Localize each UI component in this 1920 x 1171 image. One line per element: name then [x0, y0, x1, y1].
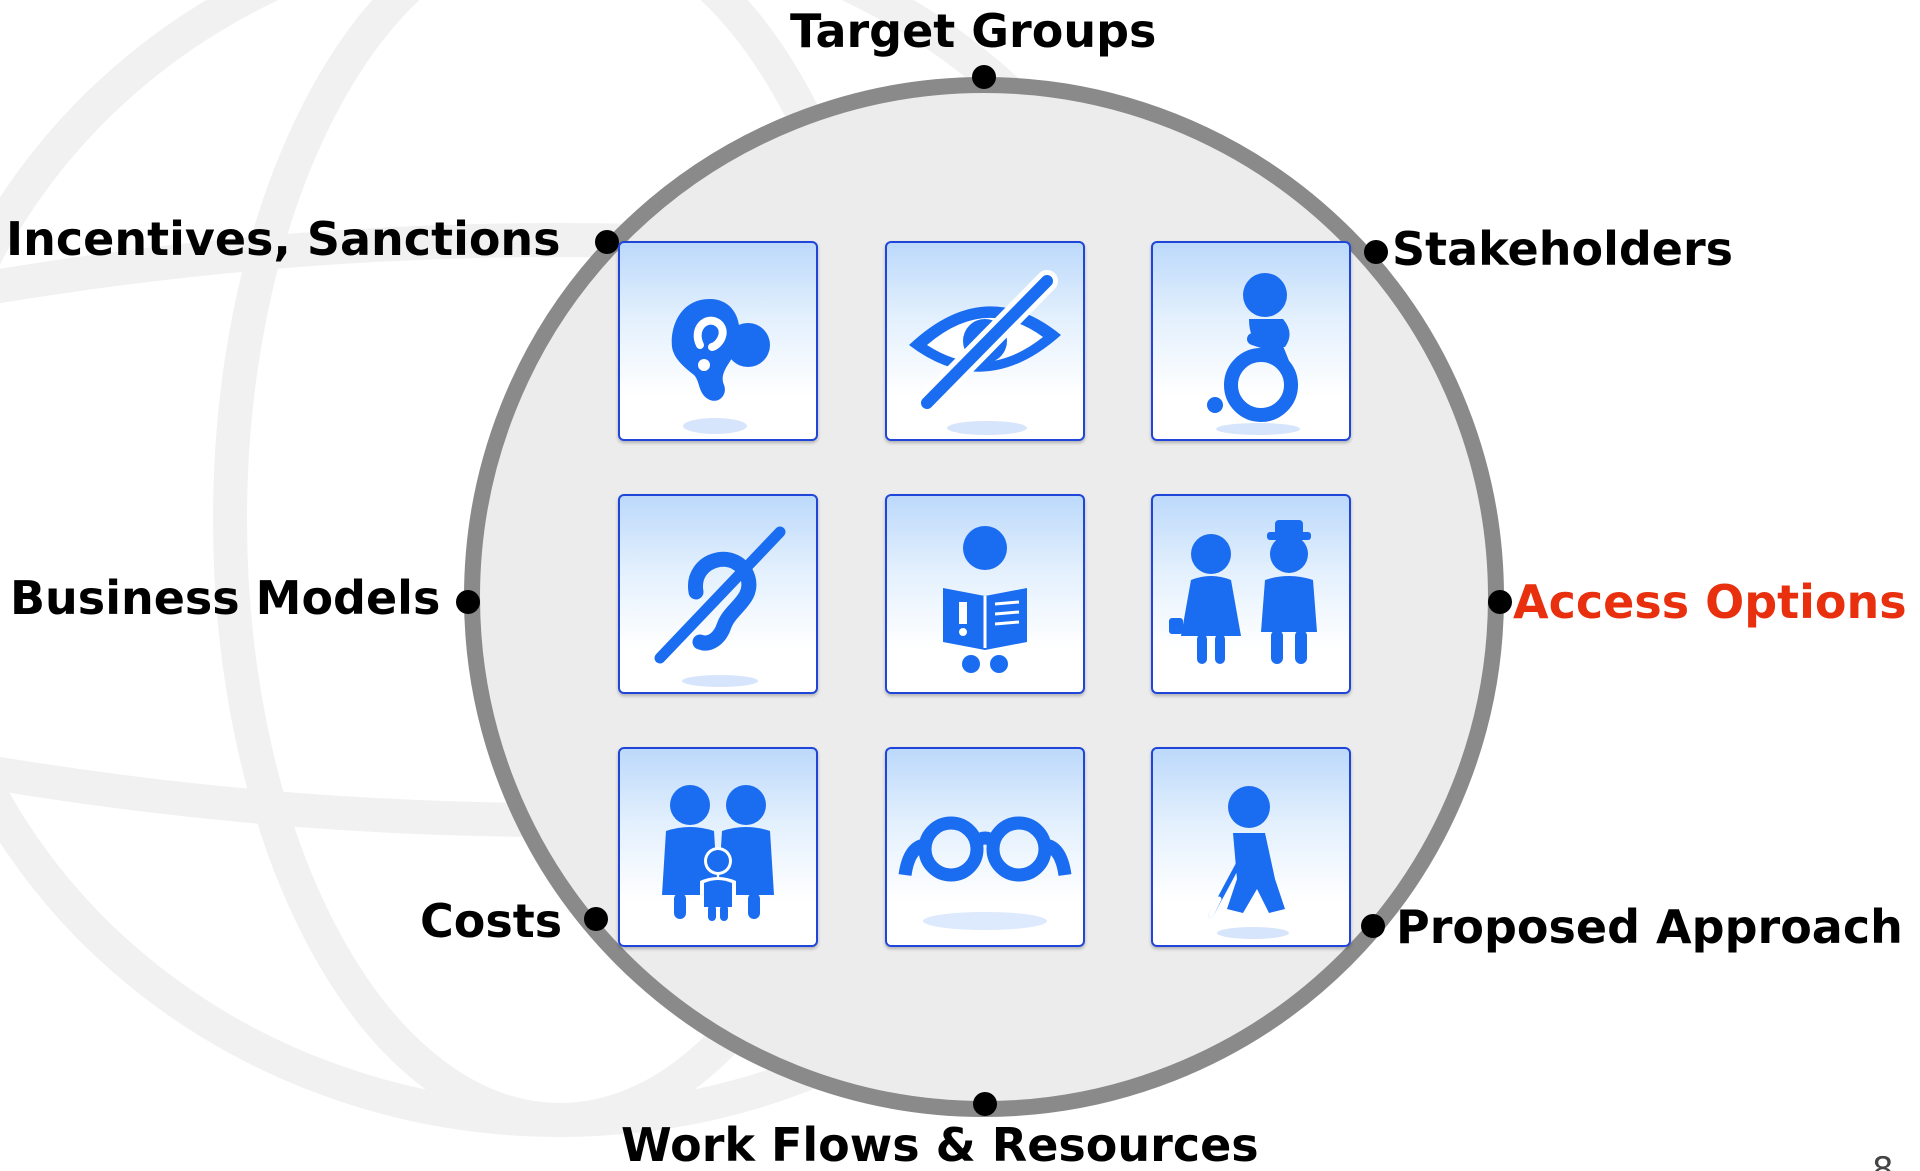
tile-easy-read [885, 494, 1085, 694]
blind-person-cane-icon [1208, 786, 1289, 939]
label-target-groups: Target Groups [790, 4, 1157, 58]
easy-read-icon [943, 526, 1027, 673]
label-business-models: Business Models [10, 571, 441, 625]
node-proposed-approach [1361, 914, 1385, 938]
label-stakeholders: Stakeholders [1392, 222, 1734, 276]
label-access-options: Access Options [1513, 575, 1907, 629]
tile-family [618, 747, 818, 947]
page-number: 8 [1872, 1150, 1894, 1171]
tile-elderly-couple [1151, 494, 1351, 694]
label-work-flows: Work Flows & Resources [621, 1118, 1259, 1171]
tile-low-vision [885, 241, 1085, 441]
node-target-groups [972, 65, 996, 89]
node-business-models [456, 590, 480, 614]
tile-glasses [885, 747, 1085, 947]
low-vision-icon [909, 270, 1061, 435]
node-work-flows [973, 1092, 997, 1116]
wheelchair-user-icon [1207, 273, 1300, 435]
node-costs [584, 907, 608, 931]
node-incentives [595, 230, 619, 254]
label-incentives: Incentives, Sanctions [6, 212, 561, 266]
node-stakeholders [1364, 240, 1388, 264]
glasses-icon [898, 816, 1072, 930]
tile-wheelchair-user [1151, 241, 1351, 441]
tile-blind-person-cane [1151, 747, 1351, 947]
hearing-impaired-icon [654, 526, 786, 687]
label-costs: Costs [420, 894, 563, 948]
node-access-options [1488, 590, 1512, 614]
hearing-aid-icon [671, 299, 770, 434]
tile-hearing-impaired [618, 494, 818, 694]
elderly-couple-icon [1169, 520, 1317, 664]
family-icon [662, 785, 774, 921]
label-proposed-approach: Proposed Approach [1396, 900, 1903, 954]
tile-hearing-aid [618, 241, 818, 441]
